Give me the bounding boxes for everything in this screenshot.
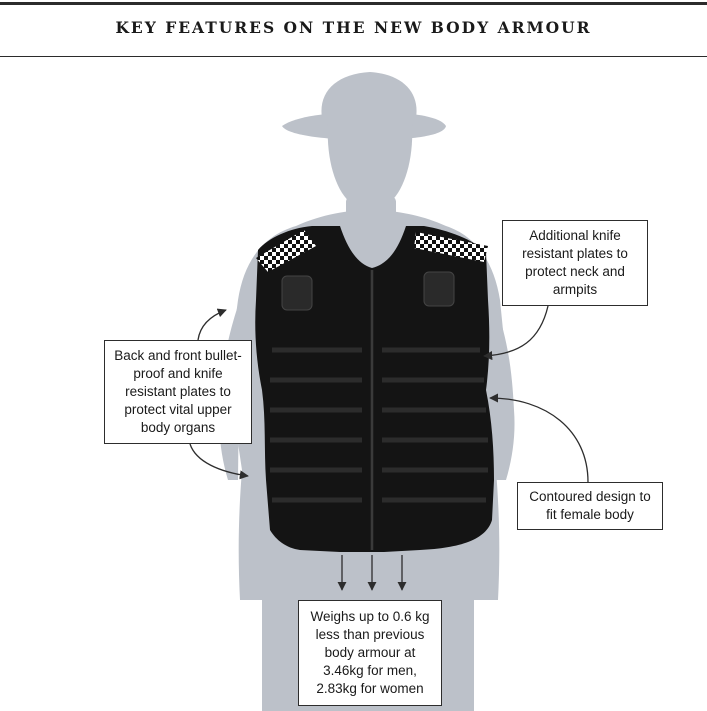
callout-vital-organs: Back and front bullet- proof and knife r…: [104, 340, 252, 444]
vest-body: [255, 226, 494, 552]
callout-arrows: [189, 305, 589, 591]
right-shoulder-strap: [414, 232, 488, 262]
molle-straps: [270, 347, 488, 503]
callout-weight: Weighs up to 0.6 kg less than previous b…: [298, 600, 442, 706]
right-arm: [494, 300, 515, 480]
page-title: KEY FEATURES ON THE NEW BODY ARMOUR: [115, 18, 592, 37]
left-badge: [281, 275, 313, 311]
arrow-plates-up: [197, 308, 227, 341]
callout-female-fit: Contoured design to fit female body: [517, 482, 663, 530]
arrow-female: [489, 393, 589, 483]
callout-neck-armpits: Additional knife resistant plates to pro…: [502, 220, 648, 306]
header-bar: KEY FEATURES ON THE NEW BODY ARMOUR: [0, 5, 707, 57]
head: [327, 124, 413, 204]
top-rule: [0, 2, 707, 5]
arrow-neck: [483, 305, 549, 361]
hat-crown: [321, 72, 417, 118]
left-shoulder-strap: [256, 230, 316, 272]
arrow-plates-down: [189, 443, 249, 480]
body-armour-vest: [255, 226, 494, 552]
right-badge: [423, 271, 455, 307]
